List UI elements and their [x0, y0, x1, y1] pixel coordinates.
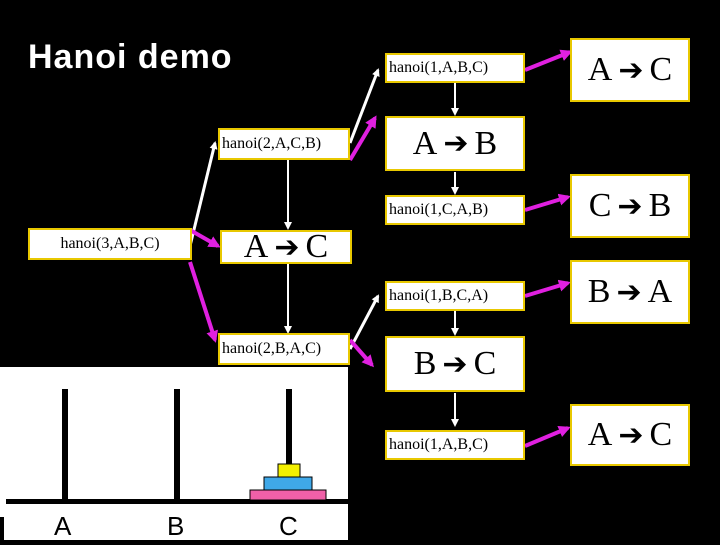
panel-right-edge — [348, 367, 352, 540]
move-from: B — [413, 345, 437, 382]
page-title: Hanoi demo — [28, 38, 233, 76]
call-label: hanoi(2,B,A,C) — [222, 340, 322, 357]
return-arrow-m7 — [524, 425, 571, 448]
move-to: C — [473, 345, 497, 382]
call-label: hanoi(1,C,A,B) — [389, 201, 489, 218]
call-box-hanoi-1-cab: hanoi(1,C,A,B) — [385, 195, 525, 225]
move-box-2: A➔B — [385, 116, 525, 171]
peg-label-c: C — [279, 511, 298, 541]
panel-left-edge — [0, 517, 4, 540]
right-arrow-icon: ➔ — [274, 230, 300, 264]
call-label: hanoi(1,A,B,C) — [389, 59, 489, 76]
right-arrow-icon: ➔ — [618, 418, 644, 452]
disk-small — [277, 463, 301, 478]
call-label: hanoi(1,A,B,C) — [389, 436, 489, 453]
move-box-1: A➔C — [570, 38, 690, 102]
move-to: B — [474, 124, 498, 162]
move-to: A — [647, 273, 673, 310]
call-box-hanoi-2-acb: hanoi(2,A,C,B) — [218, 128, 350, 160]
move-from: C — [588, 187, 612, 224]
return-arrow-m5 — [524, 279, 571, 298]
move-from: A — [587, 416, 613, 453]
move-from: A — [412, 124, 438, 162]
peg-label-b: B — [167, 511, 185, 541]
call-label: hanoi(1,B,C,A) — [389, 287, 489, 304]
move-from: B — [587, 273, 611, 310]
call-label: hanoi(2,A,C,B) — [222, 135, 322, 152]
peg-label-a: A — [54, 511, 72, 541]
move-box-7: A➔C — [570, 404, 690, 466]
peg-c — [286, 389, 292, 501]
return-arrow-m6 — [348, 338, 374, 368]
tower-base — [6, 499, 348, 504]
return-arrow-m4-top — [189, 228, 221, 248]
move-box-3: C➔B — [570, 174, 690, 238]
call-box-hanoi-1-abc-first: hanoi(1,A,B,C) — [385, 53, 525, 83]
move-to: C — [649, 51, 673, 88]
return-arrow-m1 — [524, 49, 573, 72]
right-arrow-icon: ➔ — [617, 189, 643, 223]
disk-medium — [263, 476, 313, 491]
move-to: C — [649, 416, 673, 453]
return-arrow-m4-bottom — [188, 261, 218, 343]
call-box-hanoi-1-bca: hanoi(1,B,C,A) — [385, 281, 525, 311]
call-box-hanoi-2-bac: hanoi(2,B,A,C) — [218, 333, 350, 365]
right-arrow-icon: ➔ — [442, 347, 468, 381]
call-box-hanoi-1-abc-second: hanoi(1,A,B,C) — [385, 430, 525, 460]
return-arrow-m3 — [524, 193, 571, 212]
right-arrow-icon: ➔ — [443, 127, 469, 160]
right-arrow-icon: ➔ — [618, 53, 644, 87]
right-arrow-icon: ➔ — [616, 275, 642, 309]
move-from: A — [587, 51, 613, 88]
move-from: A — [243, 228, 269, 265]
move-box-6: B➔C — [385, 336, 525, 392]
move-box-5: B➔A — [570, 260, 690, 324]
call-label: hanoi(3,A,B,C) — [60, 235, 160, 252]
call-arrow-h3-h2a — [188, 141, 218, 247]
peg-b — [174, 389, 180, 501]
move-box-4: A➔C — [220, 228, 352, 265]
call-box-hanoi-3: hanoi(3,A,B,C) — [28, 228, 192, 260]
towers-drawing — [0, 367, 352, 540]
move-to: C — [305, 228, 329, 265]
peg-a — [62, 389, 68, 501]
call-arrow-h2b-h1 — [348, 294, 380, 350]
return-arrow-m2 — [348, 115, 377, 162]
move-to: B — [648, 187, 672, 224]
disk-large — [249, 489, 327, 501]
towers-panel: A B C — [0, 367, 352, 541]
call-arrow-h2a-h1 — [348, 68, 380, 144]
